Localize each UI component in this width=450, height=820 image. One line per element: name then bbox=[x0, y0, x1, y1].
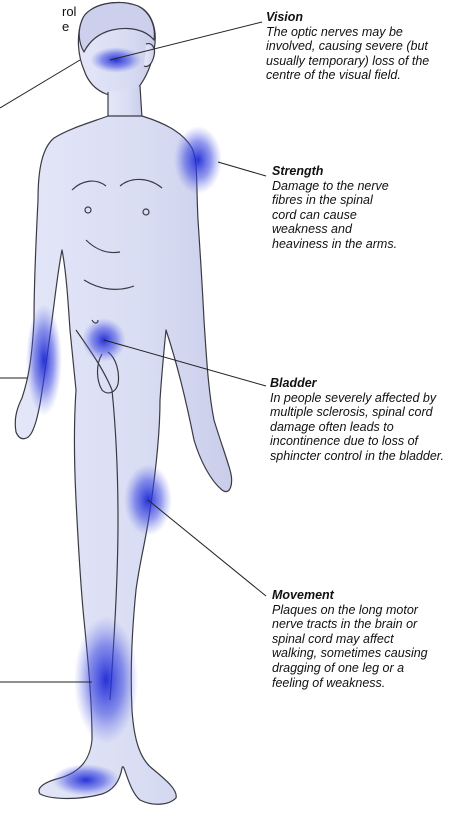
highlight-forearm bbox=[26, 304, 62, 416]
text-fragment-2: e bbox=[62, 19, 69, 34]
leader-strength bbox=[218, 162, 266, 176]
highlight-eyes bbox=[90, 47, 142, 73]
callout-movement: Movement Plaques on the long motor nerve… bbox=[272, 588, 430, 690]
callout-title-bladder: Bladder bbox=[270, 376, 446, 391]
highlight-shoulder bbox=[174, 126, 222, 194]
callout-strength: Strength Damage to the nerve fibres in t… bbox=[272, 164, 400, 252]
callout-text-bladder: In people severely affected by multiple … bbox=[270, 391, 446, 464]
callout-title-movement: Movement bbox=[272, 588, 430, 603]
callout-text-movement: Plaques on the long motor nerve tracts i… bbox=[272, 603, 430, 691]
callout-text-strength: Damage to the nerve fibres in the spinal… bbox=[272, 179, 400, 252]
callout-text-vision: The optic nerves may be involved, causin… bbox=[266, 25, 450, 83]
highlight-foot bbox=[52, 764, 120, 796]
text-fragment-1: rol bbox=[62, 4, 76, 19]
highlight-lower-leg bbox=[74, 616, 138, 744]
leader-movement bbox=[148, 500, 266, 596]
callout-title-vision: Vision bbox=[266, 10, 450, 25]
callout-bladder: Bladder In people severely affected by m… bbox=[270, 376, 446, 464]
callout-title-strength: Strength bbox=[272, 164, 400, 179]
callout-vision: Vision The optic nerves may be involved,… bbox=[266, 10, 450, 83]
leader-top-left bbox=[0, 60, 80, 108]
